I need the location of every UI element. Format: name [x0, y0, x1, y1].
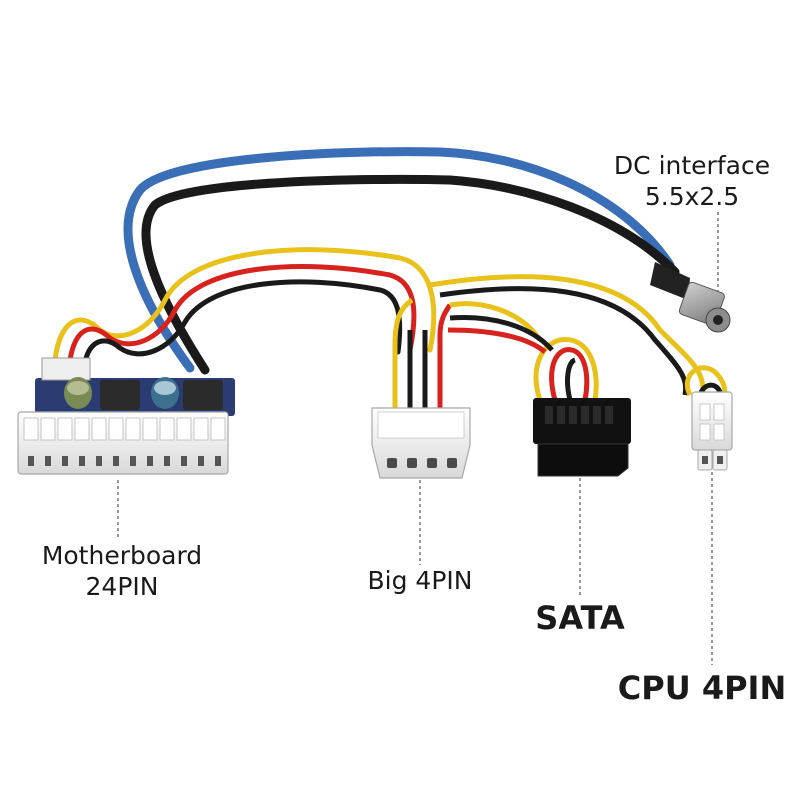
dc-interface-line2: 5.5x2.5	[644, 182, 740, 212]
motherboard-24pin-connector	[17, 357, 235, 475]
sata-plug	[537, 443, 629, 477]
molex-pins	[387, 458, 457, 468]
dc-interface-label: DC interface 5.5x2.5	[612, 150, 772, 213]
big4pin-line1: Big 4PIN	[367, 566, 473, 595]
sata-label: SATA	[520, 598, 640, 638]
pin-contacts	[28, 456, 221, 466]
motherboard-label: Motherboard 24PIN	[22, 540, 222, 603]
dc-interface-line1: DC interface	[613, 151, 771, 180]
cpu-housing	[691, 391, 733, 451]
sata-connector	[533, 398, 631, 477]
cpu4pin-line1: CPU 4PIN	[617, 669, 787, 707]
dc-cable	[123, 147, 680, 375]
motherboard-wire-loop	[52, 247, 437, 365]
big-4pin-connector	[371, 407, 471, 479]
inductor-icons	[100, 380, 223, 410]
big4pin-label: Big 4PIN	[345, 565, 495, 596]
cpu-4pin-connector	[691, 391, 733, 471]
motherboard-line1: Motherboard	[41, 541, 203, 570]
sata-latches	[545, 406, 613, 424]
motherboard-line2: 24PIN	[85, 572, 159, 602]
dc-jack-boot	[650, 262, 690, 300]
sata-line1: SATA	[535, 599, 625, 637]
leader-lines	[117, 212, 719, 665]
sata-wires	[447, 301, 599, 401]
pin-slots	[23, 417, 226, 441]
small-header	[41, 357, 91, 381]
dc-jack-connector	[650, 262, 731, 333]
cpu4pin-label: CPU 4PIN	[612, 668, 792, 708]
blue-wire	[123, 147, 675, 373]
black-wire	[141, 174, 680, 375]
molex-wires	[392, 297, 453, 410]
capacitor-icons	[64, 377, 179, 409]
